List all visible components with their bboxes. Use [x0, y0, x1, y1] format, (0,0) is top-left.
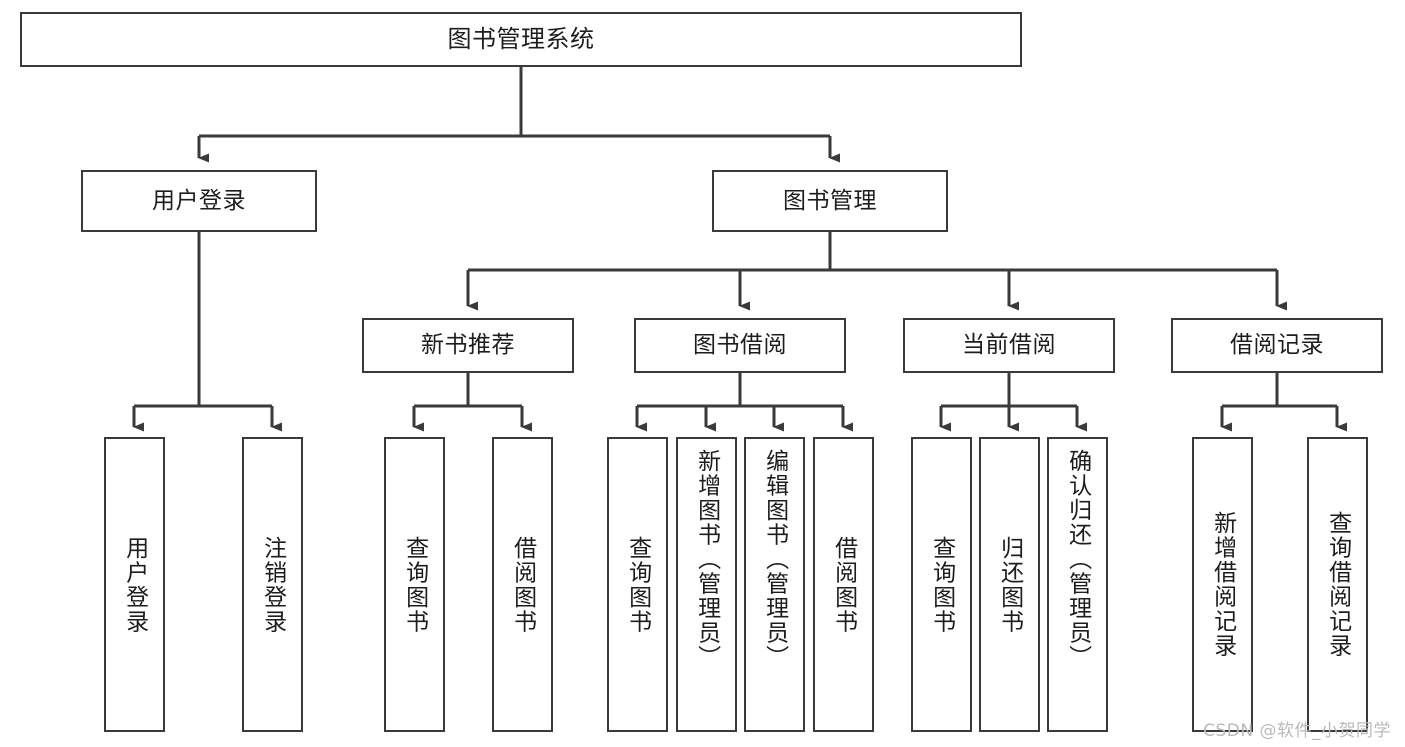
node-new-book-recommend[interactable]: 新书推荐	[362, 318, 574, 373]
leaf-new-book-query-book[interactable]: 查询图书	[384, 437, 445, 732]
node-label: 当前借阅	[962, 332, 1056, 359]
node-label: 查询图书	[401, 535, 428, 634]
node-label: 借阅记录	[1230, 332, 1324, 359]
leaf-user-login-login[interactable]: 用户登录	[104, 437, 165, 732]
node-label: 编辑图书（管理员）	[761, 449, 788, 670]
leaf-book-borrow-query-book[interactable]: 查询图书	[607, 437, 668, 732]
watermark-text: CSDN @软件_小贺同学	[1203, 721, 1391, 741]
leaf-current-borrow-query-book[interactable]: 查询图书	[911, 437, 972, 732]
node-label: 借阅图书	[830, 535, 857, 634]
node-label: 借阅图书	[509, 535, 536, 634]
node-label: 新增借阅记录	[1209, 511, 1236, 658]
node-root-book-management-system[interactable]: 图书管理系统	[20, 12, 1022, 67]
node-label: 图书借阅	[693, 332, 787, 359]
node-label: 用户登录	[121, 535, 148, 634]
node-label: 查询图书	[624, 535, 651, 634]
leaf-new-book-borrow-book[interactable]: 借阅图书	[492, 437, 553, 732]
node-label: 图书管理系统	[447, 24, 595, 53]
node-book-management[interactable]: 图书管理	[712, 170, 948, 232]
leaf-book-borrow-add-book-admin[interactable]: 新增图书（管理员）	[676, 437, 737, 732]
node-user-login[interactable]: 用户登录	[81, 170, 317, 232]
leaf-current-borrow-return-book[interactable]: 归还图书	[979, 437, 1040, 732]
node-label: 确认归还（管理员）	[1064, 449, 1091, 670]
node-label: 新书推荐	[421, 332, 515, 359]
node-label: 新增图书（管理员）	[693, 449, 720, 670]
leaf-current-borrow-confirm-return-admin[interactable]: 确认归还（管理员）	[1047, 437, 1108, 732]
leaf-book-borrow-borrow-book[interactable]: 借阅图书	[813, 437, 874, 732]
node-label: 查询借阅记录	[1324, 511, 1351, 658]
node-label: 用户登录	[152, 187, 246, 214]
node-borrow-record[interactable]: 借阅记录	[1171, 318, 1383, 373]
leaf-borrow-record-query-record[interactable]: 查询借阅记录	[1307, 437, 1368, 732]
node-current-borrow[interactable]: 当前借阅	[903, 318, 1115, 373]
node-label: 图书管理	[783, 187, 877, 214]
node-label: 注销登录	[259, 535, 286, 634]
node-book-borrow[interactable]: 图书借阅	[634, 318, 846, 373]
leaf-borrow-record-add-record[interactable]: 新增借阅记录	[1192, 437, 1253, 732]
leaf-book-borrow-edit-book-admin[interactable]: 编辑图书（管理员）	[744, 437, 805, 732]
node-label: 归还图书	[996, 535, 1023, 634]
node-label: 查询图书	[928, 535, 955, 634]
leaf-user-login-logout[interactable]: 注销登录	[242, 437, 303, 732]
